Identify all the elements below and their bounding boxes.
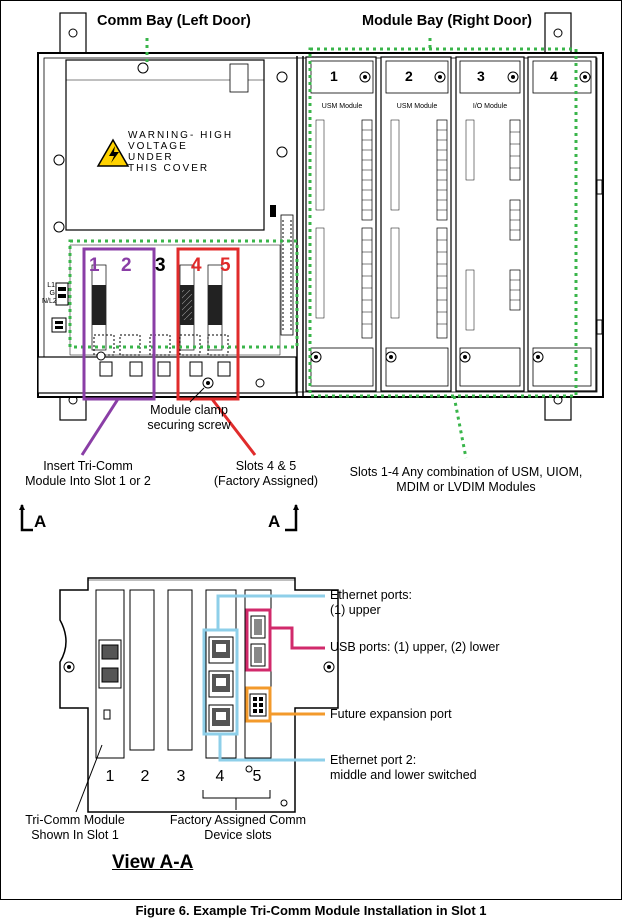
tri-comm-shown-callout: Tri-Comm Module Shown In Slot 1 xyxy=(16,813,134,843)
insert-leader xyxy=(80,398,120,456)
section-letter-right: A xyxy=(268,512,281,531)
comm-slot-number-5: 5 xyxy=(220,255,231,276)
insert-tri-comm-line-2: Module Into Slot 1 or 2 xyxy=(25,474,151,488)
terminal-label-l1: L1 xyxy=(47,282,55,289)
tri-comm-shown-line-2: Shown In Slot 1 xyxy=(31,828,119,842)
factory-slots-line-1: Factory Assigned Comm xyxy=(169,813,307,827)
slots-4-5-line-1: Slots 4 & 5 xyxy=(235,459,297,473)
expansion-callout: Future expansion port xyxy=(330,707,452,721)
view-slot-number-1: 1 xyxy=(105,768,115,785)
slots-1-2-outline xyxy=(82,247,156,401)
module-slot-number-3: 3 xyxy=(477,68,485,84)
ethernet-2-callout: Ethernet port 2: middle and lower switch… xyxy=(330,753,477,783)
insert-tri-comm-line-1: Insert Tri-Comm xyxy=(43,459,133,473)
view-slot-number-4: 4 xyxy=(215,768,225,785)
slots-4-5-callout: Slots 4 & 5 (Factory Assigned) xyxy=(196,459,336,489)
ethernet-upper-leader xyxy=(216,594,325,630)
terminal-labels: L1 G N/L2 xyxy=(42,282,57,306)
module-bay-modules xyxy=(305,56,597,392)
clamp-screw-callout: Module clamp securing screw xyxy=(124,403,254,433)
expansion-outline xyxy=(245,686,272,723)
ethernet-2-line-2: middle and lower switched xyxy=(330,768,477,782)
view-slot-number-2: 2 xyxy=(140,768,150,785)
comm-slot-number-4: 4 xyxy=(191,255,202,276)
comm-bay-heading: Comm Bay (Left Door) xyxy=(97,13,251,29)
ethernet-2-leader xyxy=(218,734,325,762)
slots-4-5-outline xyxy=(176,247,240,401)
comm-slot-number-1: 1 xyxy=(89,255,100,276)
clamp-screw-line-1: Module clamp xyxy=(150,403,228,417)
warning-text: WARNING- HIGH VOLTAGE UNDER THIS COVER xyxy=(128,130,238,174)
view-aa-title: View A-A xyxy=(112,852,194,873)
insert-tri-comm-callout: Insert Tri-Comm Module Into Slot 1 or 2 xyxy=(12,459,164,489)
clamp-screw-leader xyxy=(189,387,205,403)
terminal-label-nl2: N/L2 xyxy=(42,298,57,305)
ethernet-upper-line-1: Ethernet ports: xyxy=(330,588,412,602)
module-slot-number-2: 2 xyxy=(405,68,413,84)
tri-comm-leader xyxy=(75,744,103,813)
usb-leader xyxy=(270,626,325,650)
slots-1-4-line-1: Slots 1-4 Any combination of USM, UIOM, xyxy=(349,465,583,479)
ethernet-2-line-1: Ethernet port 2: xyxy=(330,753,417,767)
usb-ports-callout: USB ports: (1) upper, (2) lower xyxy=(330,640,500,654)
module-bay-outline xyxy=(308,47,578,398)
slots-1-4-leader xyxy=(452,395,468,459)
factory-slots-line-2: Device slots xyxy=(204,828,272,842)
comm-slot-number-2: 2 xyxy=(121,255,132,276)
usb-outline xyxy=(245,608,272,672)
slots-4-5-leader xyxy=(210,398,257,456)
slots-4-5-line-2: (Factory Assigned) xyxy=(213,474,319,488)
slots-1-4-line-2: MDIM or LVDIM Modules xyxy=(396,480,536,494)
section-marker-left xyxy=(20,505,33,532)
section-letter-left: A xyxy=(34,512,47,531)
warning-line-1: WARNING- HIGH xyxy=(128,130,234,141)
terminal-label-g: G xyxy=(49,290,55,297)
module-slot-name-2: USM Module xyxy=(396,103,438,110)
comm-slot-number-3: 3 xyxy=(155,255,166,276)
module-bay-heading: Module Bay (Right Door) xyxy=(362,13,532,29)
figure-caption: Figure 6. Example Tri-Comm Module Instal… xyxy=(135,903,487,918)
section-marker-right xyxy=(285,505,298,532)
warning-line-3: THIS COVER xyxy=(128,163,210,174)
clamp-screw-line-2: securing screw xyxy=(147,418,231,432)
ethernet-upper-callout: Ethernet ports: (1) upper xyxy=(330,588,412,618)
module-slot-name-1: USM Module xyxy=(321,103,363,110)
module-slot-number-4: 4 xyxy=(550,68,558,84)
view-slot-number-5: 5 xyxy=(252,768,262,785)
warning-line-2: VOLTAGE UNDER xyxy=(128,141,188,163)
enclosure xyxy=(37,12,604,421)
slots-1-4-callout: Slots 1-4 Any combination of USM, UIOM, … xyxy=(346,465,586,495)
factory-slots-callout: Factory Assigned Comm Device slots xyxy=(165,813,311,843)
tri-comm-shown-line-1: Tri-Comm Module xyxy=(25,813,125,827)
view-slot-number-3: 3 xyxy=(176,768,186,785)
module-slot-number-1: 1 xyxy=(330,68,338,84)
comm-bay-outline xyxy=(68,239,299,349)
ethernet-upper-line-2: (1) upper xyxy=(330,603,381,617)
module-slot-name-3: I/O Module xyxy=(472,103,508,110)
